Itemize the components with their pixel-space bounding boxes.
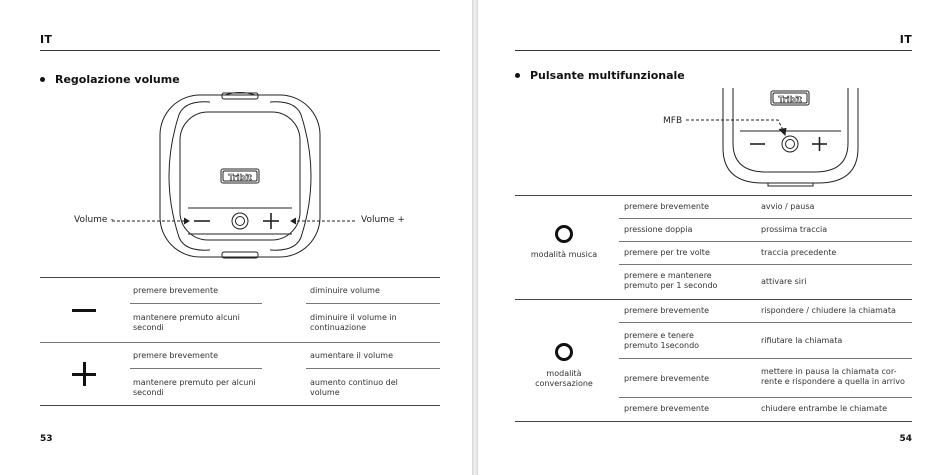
table-cell-action: premere e mantenere premuto per 1 second… xyxy=(624,271,718,290)
section-title: Regolazione volume xyxy=(40,73,180,86)
right-page: IT Pulsante multifunzionale Tribit xyxy=(478,0,950,475)
row-rule xyxy=(619,218,912,219)
table-cell-action: mantenere premuto per alcuni secondi xyxy=(133,378,256,397)
volume-plus-label: Volume + xyxy=(361,215,405,225)
page-number: 54 xyxy=(899,434,912,444)
row-rule xyxy=(306,368,440,369)
table-top-rule xyxy=(515,195,912,196)
group-rule xyxy=(40,342,440,343)
table-cell-action: premere per tre volte xyxy=(624,248,710,257)
table-cell-action: pressione doppia xyxy=(624,225,693,234)
mfb-ring-icon xyxy=(555,225,573,243)
mode-label-music: modalità musica xyxy=(530,250,598,259)
table-cell-result: chiudere entrambe le chiamate xyxy=(761,404,888,413)
speaker-front-illustration: Tribit xyxy=(112,92,356,259)
table-cell-action: premere brevemente xyxy=(624,404,710,413)
volume-minus-label: Volume - xyxy=(74,215,114,225)
table-top-rule xyxy=(40,277,440,278)
page-number: 53 xyxy=(40,434,53,444)
bullet-icon xyxy=(40,76,45,82)
table-cell-action: premere brevemente xyxy=(624,374,710,383)
table-cell-result: diminuire volume xyxy=(310,286,380,295)
speaker-mfb-illustration: Tribit xyxy=(686,88,859,187)
section-title: Pulsante multifunzionale xyxy=(515,69,685,82)
mode-label-conversation: modalità conversazione xyxy=(535,369,593,388)
mfb-ring-icon xyxy=(555,343,573,361)
row-rule xyxy=(619,264,912,265)
row-rule xyxy=(306,303,440,304)
row-rule xyxy=(619,358,912,359)
table-cell-result: diminuire il volume in continuazione xyxy=(310,313,397,332)
left-page: IT Regolazione volume xyxy=(0,0,472,475)
table-cell-result: attivare siri xyxy=(761,277,807,286)
book-gutter xyxy=(472,0,478,475)
table-cell-action: premere brevemente xyxy=(133,351,219,360)
brand-logo: Tribit xyxy=(778,95,802,104)
row-rule xyxy=(130,303,262,304)
table-cell-action: premere brevemente xyxy=(624,202,710,211)
table-cell-result: aumento continuo del volume xyxy=(310,378,398,397)
row-rule xyxy=(619,322,912,323)
group-rule xyxy=(515,299,912,300)
language-code: IT xyxy=(40,33,53,46)
header-rule xyxy=(515,50,912,51)
table-cell-action: premere brevemente xyxy=(624,306,710,315)
language-code: IT xyxy=(899,33,912,46)
table-cell-action: mantenere premuto alcuni secondi xyxy=(133,313,240,332)
row-rule xyxy=(619,241,912,242)
table-cell-result: mettere in pausa la chiamata cor-rente e… xyxy=(761,367,905,386)
table-cell-action: premere e tenere premuto 1secondo xyxy=(624,331,700,350)
table-cell-result: traccia precedente xyxy=(761,248,837,257)
table-bottom-rule xyxy=(40,405,440,406)
brand-logo: Tribit xyxy=(228,173,252,182)
table-cell-result: aumentare il volume xyxy=(310,351,393,360)
mfb-label: MFB xyxy=(663,116,683,126)
table-cell-result: prossima traccia xyxy=(761,225,828,234)
table-cell-result: avvio / pausa xyxy=(761,202,815,211)
table-cell-action: premere brevemente xyxy=(133,286,219,295)
table-cell-result: rispondere / chiudere la chiamata xyxy=(761,306,896,315)
row-rule xyxy=(619,397,912,398)
row-rule xyxy=(130,368,262,369)
minus-icon xyxy=(72,309,96,312)
table-bottom-rule xyxy=(515,421,912,422)
table-cell-result: rifiutare la chiamata xyxy=(761,336,843,345)
header-rule xyxy=(40,50,440,51)
bullet-icon xyxy=(515,72,520,78)
